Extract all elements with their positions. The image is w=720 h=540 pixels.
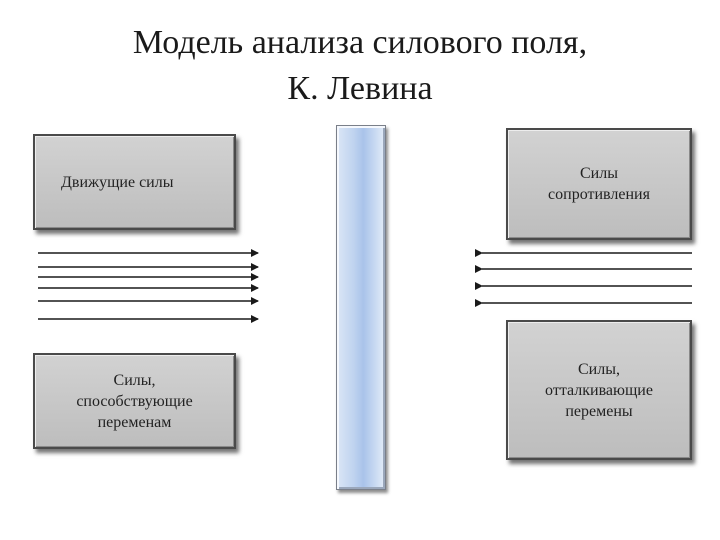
diagram-title: Модель анализа силового поля, К. Левина	[60, 20, 660, 112]
driving-forces-box: Движущие силы	[33, 134, 236, 230]
title-line-2: К. Левина	[287, 70, 433, 107]
resisting-forces-box: Силы сопротивления	[506, 128, 692, 240]
driving-forces-label: Движущие силы	[61, 173, 174, 191]
forces-against-change-label: Силы, отталкивающие перемены	[545, 360, 653, 420]
forces-for-change-box: Силы, способствующие переменам	[33, 353, 236, 449]
forces-for-change-label: Силы, способствующие переменам	[76, 371, 193, 431]
forces-against-change-box: Силы, отталкивающие перемены	[506, 320, 692, 460]
equilibrium-bar	[336, 125, 386, 490]
title-line-1: Модель анализа силового поля,	[132, 24, 588, 61]
resisting-forces-label: Силы сопротивления	[548, 165, 650, 203]
